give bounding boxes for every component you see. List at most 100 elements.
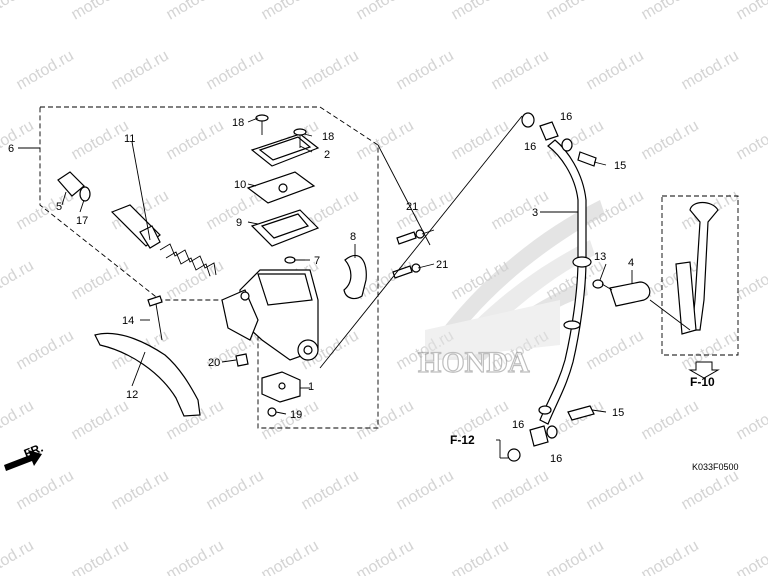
bolt-7 bbox=[284, 256, 305, 264]
watermark-text: motod.ru bbox=[69, 0, 132, 23]
watermark-text: motod.ru bbox=[394, 467, 457, 513]
callout-11: 11 bbox=[124, 133, 135, 145]
callout-19: 19 bbox=[290, 409, 302, 421]
watermark-text: motod.ru bbox=[734, 397, 768, 443]
watermark-text: motod.ru bbox=[394, 47, 457, 93]
watermark-text: motod.ru bbox=[69, 397, 132, 443]
watermark-text: motod.ru bbox=[584, 47, 647, 93]
watermark-text: motod.ru bbox=[489, 187, 552, 233]
callout-1: 1 bbox=[308, 381, 314, 393]
callout-16-a: 16 bbox=[524, 141, 536, 153]
watermark-text: motod.ru bbox=[164, 0, 227, 23]
brake-switch bbox=[261, 371, 301, 403]
watermark-text: motod.ru bbox=[204, 47, 267, 93]
callout-5: 5 bbox=[56, 201, 62, 213]
watermark-text: motod.ru bbox=[259, 537, 322, 576]
watermark-text: motod.ru bbox=[489, 47, 552, 93]
washer-16-c bbox=[507, 448, 521, 462]
callout-15-lower: 15 bbox=[612, 407, 624, 419]
watermark-text: motod.ru bbox=[354, 0, 417, 23]
diaphragm-plate bbox=[246, 171, 316, 204]
watermark-text: motod.ru bbox=[734, 257, 768, 303]
assembly-outline bbox=[39, 106, 379, 429]
bolt-21-lower bbox=[392, 263, 421, 279]
holder-8 bbox=[343, 254, 367, 300]
front-direction-label: FR. bbox=[22, 441, 45, 461]
watermark-text: motod.ru bbox=[354, 117, 417, 163]
watermark-text: motod.ru bbox=[109, 467, 172, 513]
callout-labels: 1 2 3 4 5 6 7 8 9 10 11 12 13 14 15 15 1… bbox=[8, 111, 634, 465]
callout-8: 8 bbox=[350, 231, 356, 243]
washer-16-b bbox=[561, 138, 573, 152]
callout-13: 13 bbox=[594, 251, 606, 263]
watermark-text: motod.ru bbox=[14, 467, 77, 513]
honda-logo-text: HONDA bbox=[418, 346, 530, 379]
callout-21-lower: 21 bbox=[436, 259, 448, 271]
watermark-text: motod.ru bbox=[0, 537, 37, 576]
watermark-text: motod.ru bbox=[489, 467, 552, 513]
watermark-text: motod.ru bbox=[584, 327, 647, 373]
watermark-text: motod.ru bbox=[544, 537, 607, 576]
watermark-text: motod.ru bbox=[259, 0, 322, 23]
watermark-text: motod.ru bbox=[299, 47, 362, 93]
callout-16-c: 16 bbox=[512, 419, 524, 431]
watermark-text: motod.ru bbox=[164, 117, 227, 163]
watermark-text: motod.ru bbox=[0, 397, 37, 443]
watermark-text: motod.ru bbox=[14, 47, 77, 93]
nut-20 bbox=[235, 353, 249, 367]
watermark-text: motod.ru bbox=[164, 537, 227, 576]
watermark-text: motod.ru bbox=[449, 0, 512, 23]
callout-15-upper: 15 bbox=[614, 160, 626, 172]
callout-16-d: 16 bbox=[550, 453, 562, 465]
callout-3: 3 bbox=[532, 207, 538, 219]
screw-19 bbox=[267, 407, 277, 417]
watermark-text: motod.ru bbox=[164, 257, 227, 303]
watermark-text: motod.ru bbox=[449, 537, 512, 576]
bolt-21-upper bbox=[396, 229, 425, 245]
watermark-text: motod.ru bbox=[0, 257, 37, 303]
fork-bracket bbox=[675, 201, 719, 335]
watermark-text: motod.ru bbox=[639, 537, 702, 576]
callout-2: 2 bbox=[324, 149, 330, 161]
honda-wing-logo: HONDA bbox=[417, 200, 605, 380]
section-ref-f12: F-12 bbox=[450, 433, 475, 447]
callout-20: 20 bbox=[208, 357, 220, 369]
pivot-bolt-14 bbox=[147, 295, 163, 341]
brake-lever bbox=[94, 332, 201, 417]
drawing-code: K033F0500 bbox=[692, 462, 739, 472]
watermark-text: motod.ru bbox=[109, 47, 172, 93]
watermark-text: motod.ru bbox=[639, 0, 702, 23]
master-cylinder-body bbox=[221, 269, 319, 361]
screw-18-right bbox=[293, 128, 307, 148]
watermark-text: motod.ru bbox=[639, 397, 702, 443]
watermark-text: motod.ru bbox=[639, 117, 702, 163]
watermark-text: motod.ru bbox=[0, 117, 37, 163]
watermark-text: motod.ru bbox=[394, 187, 457, 233]
reservoir-cap bbox=[250, 133, 320, 167]
callout-16-b: 16 bbox=[560, 111, 572, 123]
watermark-text: motod.ru bbox=[734, 117, 768, 163]
callout-21-upper: 21 bbox=[406, 201, 418, 213]
washer-16-a bbox=[521, 112, 535, 128]
leader-lines bbox=[18, 115, 691, 459]
bolt-15-lower bbox=[567, 405, 595, 421]
watermark-text: motod.ru bbox=[679, 467, 742, 513]
callout-12: 12 bbox=[126, 389, 138, 401]
watermark-text: motod.ru bbox=[299, 467, 362, 513]
callout-10: 10 bbox=[234, 179, 246, 191]
watermark-text: motod.ru bbox=[354, 537, 417, 576]
bolt-15-upper bbox=[577, 151, 597, 167]
watermark-text: motod.ru bbox=[14, 327, 77, 373]
callout-18-right: 18 bbox=[322, 131, 334, 143]
front-arrow-icon bbox=[4, 450, 42, 471]
callout-18-left: 18 bbox=[232, 117, 244, 129]
watermark-text: motod.ru bbox=[69, 117, 132, 163]
hose-clamp bbox=[609, 281, 651, 307]
brake-hose bbox=[538, 139, 592, 425]
banjo-fitting-upper bbox=[539, 121, 559, 141]
arrow-down-icon bbox=[688, 361, 720, 379]
watermark-text: motod.ru bbox=[204, 467, 267, 513]
reference-box-f10 bbox=[661, 195, 739, 356]
bolt-13 bbox=[592, 279, 613, 291]
